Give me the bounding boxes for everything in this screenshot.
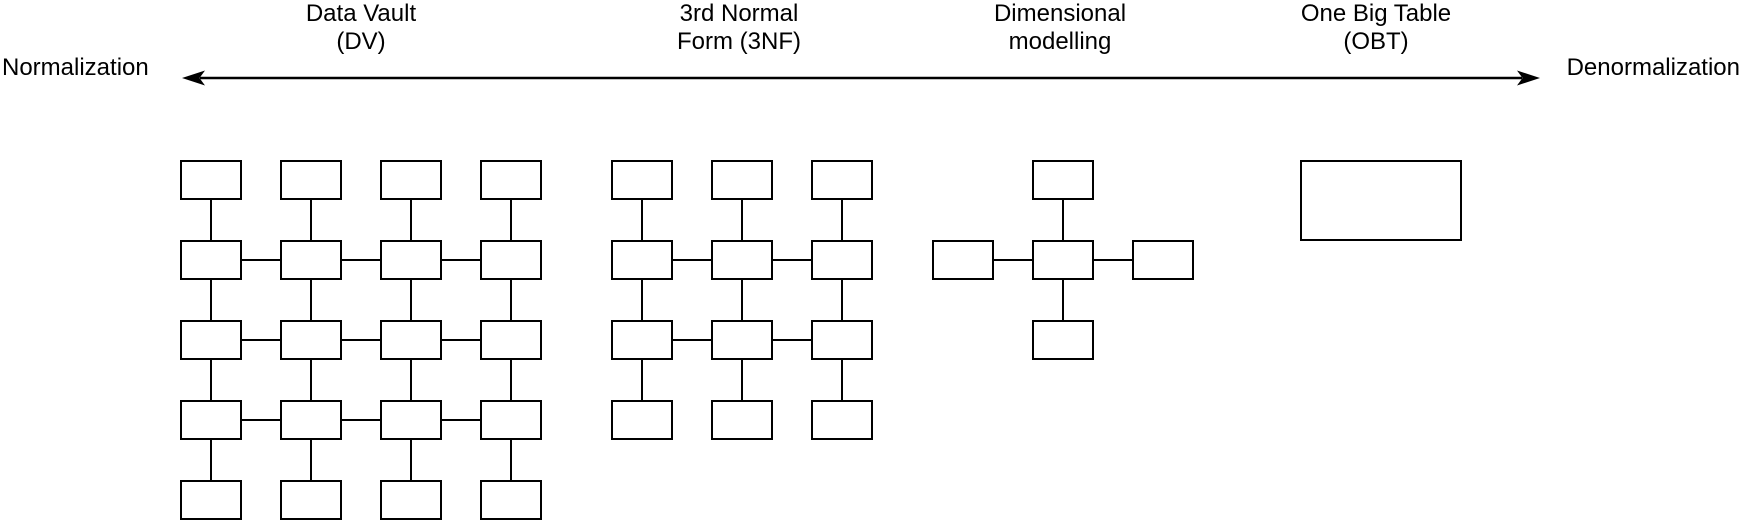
third-normal-form-table xyxy=(611,320,673,360)
relationship-connector xyxy=(242,339,280,341)
right-arrowhead-icon xyxy=(1517,70,1540,86)
relationship-connector xyxy=(641,280,643,320)
approach-title-data-vault: Data Vault (DV) xyxy=(241,0,481,56)
relationship-connector xyxy=(510,200,512,240)
relationship-connector xyxy=(510,280,512,320)
data-vault-table xyxy=(180,240,242,280)
approach-title-line1: One Big Table xyxy=(1300,0,1452,27)
relationship-connector xyxy=(210,200,212,240)
third-normal-form-table xyxy=(811,160,873,200)
data-vault-table xyxy=(480,480,542,520)
relationship-connector xyxy=(641,360,643,400)
approach-title-line1: Data Vault xyxy=(305,0,417,27)
relationship-connector xyxy=(841,360,843,400)
third-normal-form-table xyxy=(711,240,773,280)
relationship-connector xyxy=(210,280,212,320)
relationship-connector xyxy=(1062,280,1064,320)
third-normal-form-table xyxy=(711,320,773,360)
data-vault-table xyxy=(180,160,242,200)
relationship-connector xyxy=(994,259,1032,261)
relationship-connector xyxy=(342,419,380,421)
third-normal-form-table xyxy=(811,400,873,440)
dimensional-modelling-dimension-table xyxy=(1032,320,1094,360)
third-normal-form-table xyxy=(811,240,873,280)
relationship-connector xyxy=(773,339,811,341)
relationship-connector xyxy=(310,280,312,320)
third-normal-form-table xyxy=(711,160,773,200)
data-vault-table xyxy=(280,160,342,200)
relationship-connector xyxy=(242,259,280,261)
data-vault-table xyxy=(480,320,542,360)
third-normal-form-table xyxy=(611,240,673,280)
relationship-connector xyxy=(741,360,743,400)
approach-title-dimensional: Dimensional modelling xyxy=(940,0,1180,56)
relationship-connector xyxy=(442,259,480,261)
relationship-connector xyxy=(310,200,312,240)
relationship-connector xyxy=(841,280,843,320)
data-vault-table xyxy=(180,320,242,360)
third-normal-form-table xyxy=(611,160,673,200)
relationship-connector xyxy=(410,360,412,400)
approach-title-3nf: 3rd Normal Form (3NF) xyxy=(619,0,859,56)
relationship-connector xyxy=(310,440,312,480)
data-vault-table xyxy=(480,240,542,280)
relationship-connector xyxy=(410,280,412,320)
axis-label-denormalization: Denormalization xyxy=(1566,54,1740,81)
data-vault-table xyxy=(380,400,442,440)
approach-title-line1: Dimensional xyxy=(993,0,1127,27)
relationship-connector xyxy=(673,259,711,261)
data-vault-table xyxy=(280,480,342,520)
approach-title-line2: Form (3NF) xyxy=(677,28,801,55)
relationship-connector xyxy=(210,440,212,480)
approach-title-line2: (DV) xyxy=(336,28,386,55)
left-arrowhead-icon xyxy=(182,70,205,86)
relationship-connector xyxy=(410,200,412,240)
dimensional-modelling-dimension-table xyxy=(1032,160,1094,200)
relationship-connector xyxy=(510,440,512,480)
approach-title-line2: (OBT) xyxy=(1343,28,1409,55)
relationship-connector xyxy=(310,360,312,400)
third-normal-form-table xyxy=(811,320,873,360)
relationship-connector xyxy=(442,339,480,341)
relationship-connector xyxy=(741,200,743,240)
one-big-table-box xyxy=(1300,160,1462,241)
dimensional-modelling-dimension-table xyxy=(932,240,994,280)
dimensional-modelling-dimension-table xyxy=(1132,240,1194,280)
data-vault-table xyxy=(380,160,442,200)
relationship-connector xyxy=(1062,200,1064,240)
relationship-connector xyxy=(342,259,380,261)
relationship-connector xyxy=(773,259,811,261)
spectrum-arrow xyxy=(182,70,1540,86)
relationship-connector xyxy=(342,339,380,341)
data-vault-table xyxy=(480,400,542,440)
relationship-connector xyxy=(1094,259,1132,261)
relationship-connector xyxy=(242,419,280,421)
data-vault-table xyxy=(380,480,442,520)
approach-title-line2: modelling xyxy=(1008,28,1112,55)
approach-title-line1: 3rd Normal xyxy=(679,0,799,27)
data-vault-table xyxy=(280,320,342,360)
relationship-connector xyxy=(410,440,412,480)
relationship-connector xyxy=(673,339,711,341)
approach-title-obt: One Big Table (OBT) xyxy=(1256,0,1496,56)
data-vault-table xyxy=(280,400,342,440)
relationship-connector xyxy=(641,200,643,240)
relationship-connector xyxy=(210,360,212,400)
data-vault-table xyxy=(280,240,342,280)
dimensional-modelling-fact-table xyxy=(1032,240,1094,280)
data-vault-table xyxy=(380,240,442,280)
relationship-connector xyxy=(741,280,743,320)
relationship-connector xyxy=(841,200,843,240)
data-vault-table xyxy=(180,480,242,520)
data-vault-table xyxy=(480,160,542,200)
third-normal-form-table xyxy=(611,400,673,440)
relationship-connector xyxy=(510,360,512,400)
axis-label-normalization: Normalization xyxy=(2,54,149,81)
data-vault-table xyxy=(180,400,242,440)
data-vault-table xyxy=(380,320,442,360)
relationship-connector xyxy=(442,419,480,421)
third-normal-form-table xyxy=(711,400,773,440)
